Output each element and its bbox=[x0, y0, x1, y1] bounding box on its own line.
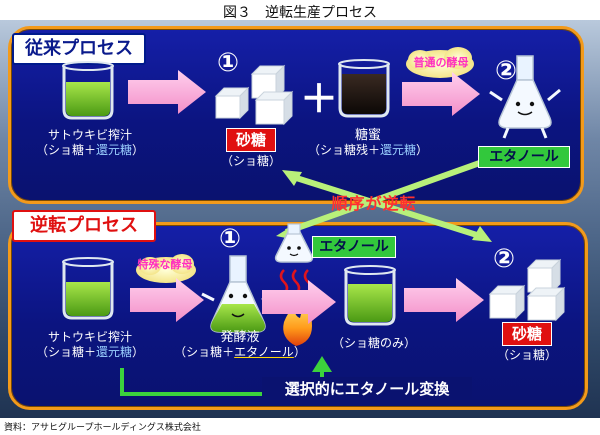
sucrose-only-label: （ショ糖のみ） bbox=[332, 336, 417, 350]
top-sugar-sub: （ショ糖） bbox=[220, 154, 281, 168]
top-sugar-box: 砂糖 bbox=[226, 128, 276, 152]
process-arrow bbox=[262, 280, 336, 324]
process-arrow bbox=[402, 72, 480, 116]
order-reversed-label: 順序が逆転 bbox=[331, 194, 417, 213]
bottom-juice-label: サトウキビ搾汁 （ショ糖＋還元糖） bbox=[35, 330, 145, 359]
selective-conversion-label: 選択的にエタノール変換 bbox=[262, 377, 472, 401]
bottom-ethanol-box: エタノール bbox=[312, 236, 396, 258]
top-juice-label: サトウキビ搾汁 （ショ糖＋還元糖） bbox=[35, 128, 145, 157]
molasses-label: 糖蜜 （ショ糖残＋還元糖） bbox=[307, 128, 429, 157]
ethanol-flask-small-icon bbox=[274, 223, 314, 263]
sucrose-beaker-icon bbox=[344, 265, 396, 326]
sugar-cubes-icon bbox=[214, 64, 294, 126]
molasses-beaker-icon bbox=[338, 59, 390, 118]
juice-beaker-icon bbox=[62, 257, 114, 320]
source-note: 資料：アサヒグループホールディングス株式会社 bbox=[4, 423, 201, 433]
ethanol-flask-icon bbox=[489, 55, 561, 139]
step-2-number: ② bbox=[492, 244, 515, 274]
yeast-cloud-icon bbox=[136, 254, 196, 283]
step-1-number: ① bbox=[216, 48, 239, 78]
process-arrow bbox=[128, 70, 206, 114]
sugar-cubes-icon bbox=[488, 258, 566, 322]
step-2-number: ② bbox=[494, 56, 517, 86]
juice-beaker-icon bbox=[62, 61, 114, 120]
bottom-sugar-box: 砂糖 bbox=[502, 322, 552, 346]
figure-title: 図３ 逆転生産プロセス bbox=[223, 5, 377, 21]
reversal-cross-arrows bbox=[276, 152, 498, 242]
ferment-label: 発酵液 （ショ糖＋エタノール） bbox=[174, 330, 306, 359]
fermentation-flask-icon bbox=[201, 255, 275, 333]
process-arrow bbox=[404, 278, 484, 322]
process-arrow bbox=[130, 278, 204, 322]
conventional-process-tag: 従来プロセス bbox=[12, 33, 146, 65]
special-yeast-label: 特殊な酵母 bbox=[137, 258, 193, 271]
normal-yeast-label: 普通の酵母 bbox=[413, 56, 469, 69]
plus-sign: ＋ bbox=[300, 77, 339, 121]
bottom-sugar-sub: （ショ糖） bbox=[496, 348, 557, 362]
reverse-process-tag: 逆転プロセス bbox=[12, 210, 156, 242]
yeast-cloud-icon bbox=[406, 47, 474, 78]
top-ethanol-box: エタノール bbox=[478, 146, 570, 168]
step-1-number: ① bbox=[218, 224, 241, 254]
